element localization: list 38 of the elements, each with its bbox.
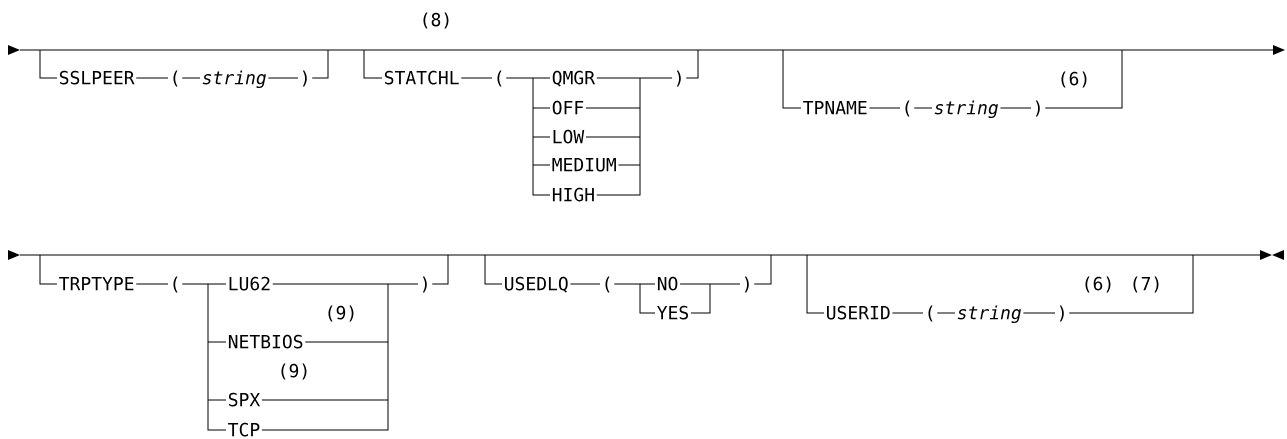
- syntax-keyword: MEDIUM: [552, 158, 616, 172]
- syntax-keyword: QMGR: [552, 70, 596, 87]
- syntax-keyword: STATCHL: [384, 70, 459, 85]
- syntax-keyword: TPNAME: [803, 101, 867, 115]
- variable-name: string: [202, 70, 266, 89]
- parenthesis: (: [173, 70, 178, 87]
- parenthesis: (: [928, 305, 933, 322]
- parenthesis: ): [1059, 305, 1064, 322]
- parenthesis: (: [173, 276, 178, 293]
- syntax-keyword: YES: [657, 305, 689, 320]
- syntax-keyword: SPX: [228, 392, 261, 407]
- parenthesis: (: [497, 70, 502, 87]
- footnote-reference: (8): [423, 12, 449, 29]
- syntax-keyword: LU62: [229, 276, 270, 291]
- syntax-keyword: USERID: [827, 305, 890, 320]
- syntax-keyword: NO: [657, 276, 678, 291]
- syntax-keyword: HIGH: [552, 187, 594, 202]
- syntax-keyword: NETBIOS: [228, 334, 303, 349]
- parenthesis: ): [1035, 100, 1040, 117]
- parenthesis: ): [302, 70, 307, 87]
- parenthesis: ): [676, 70, 681, 87]
- parenthesis: (: [905, 100, 910, 117]
- syntax-keyword: TRPTYPE: [59, 277, 134, 291]
- variable-name: string: [957, 305, 1021, 324]
- footnote-reference: (9): [328, 305, 354, 322]
- syntax-keyword: OFF: [552, 100, 584, 115]
- syntax-keyword: SSLPEER: [59, 70, 135, 85]
- footnote-reference: (7): [1133, 276, 1159, 293]
- parenthesis: ): [422, 276, 427, 293]
- syntax-keyword: USEDLQ: [505, 276, 568, 293]
- syntax-keyword: TCP: [228, 422, 260, 437]
- footnote-reference: (6): [1061, 71, 1087, 88]
- variable-name: string: [934, 100, 998, 119]
- parenthesis: (: [605, 276, 610, 293]
- parenthesis: ): [744, 276, 749, 293]
- footnote-reference: (6): [1085, 276, 1111, 293]
- footnote-reference: (9): [281, 363, 307, 380]
- syntax-keyword: LOW: [553, 129, 585, 144]
